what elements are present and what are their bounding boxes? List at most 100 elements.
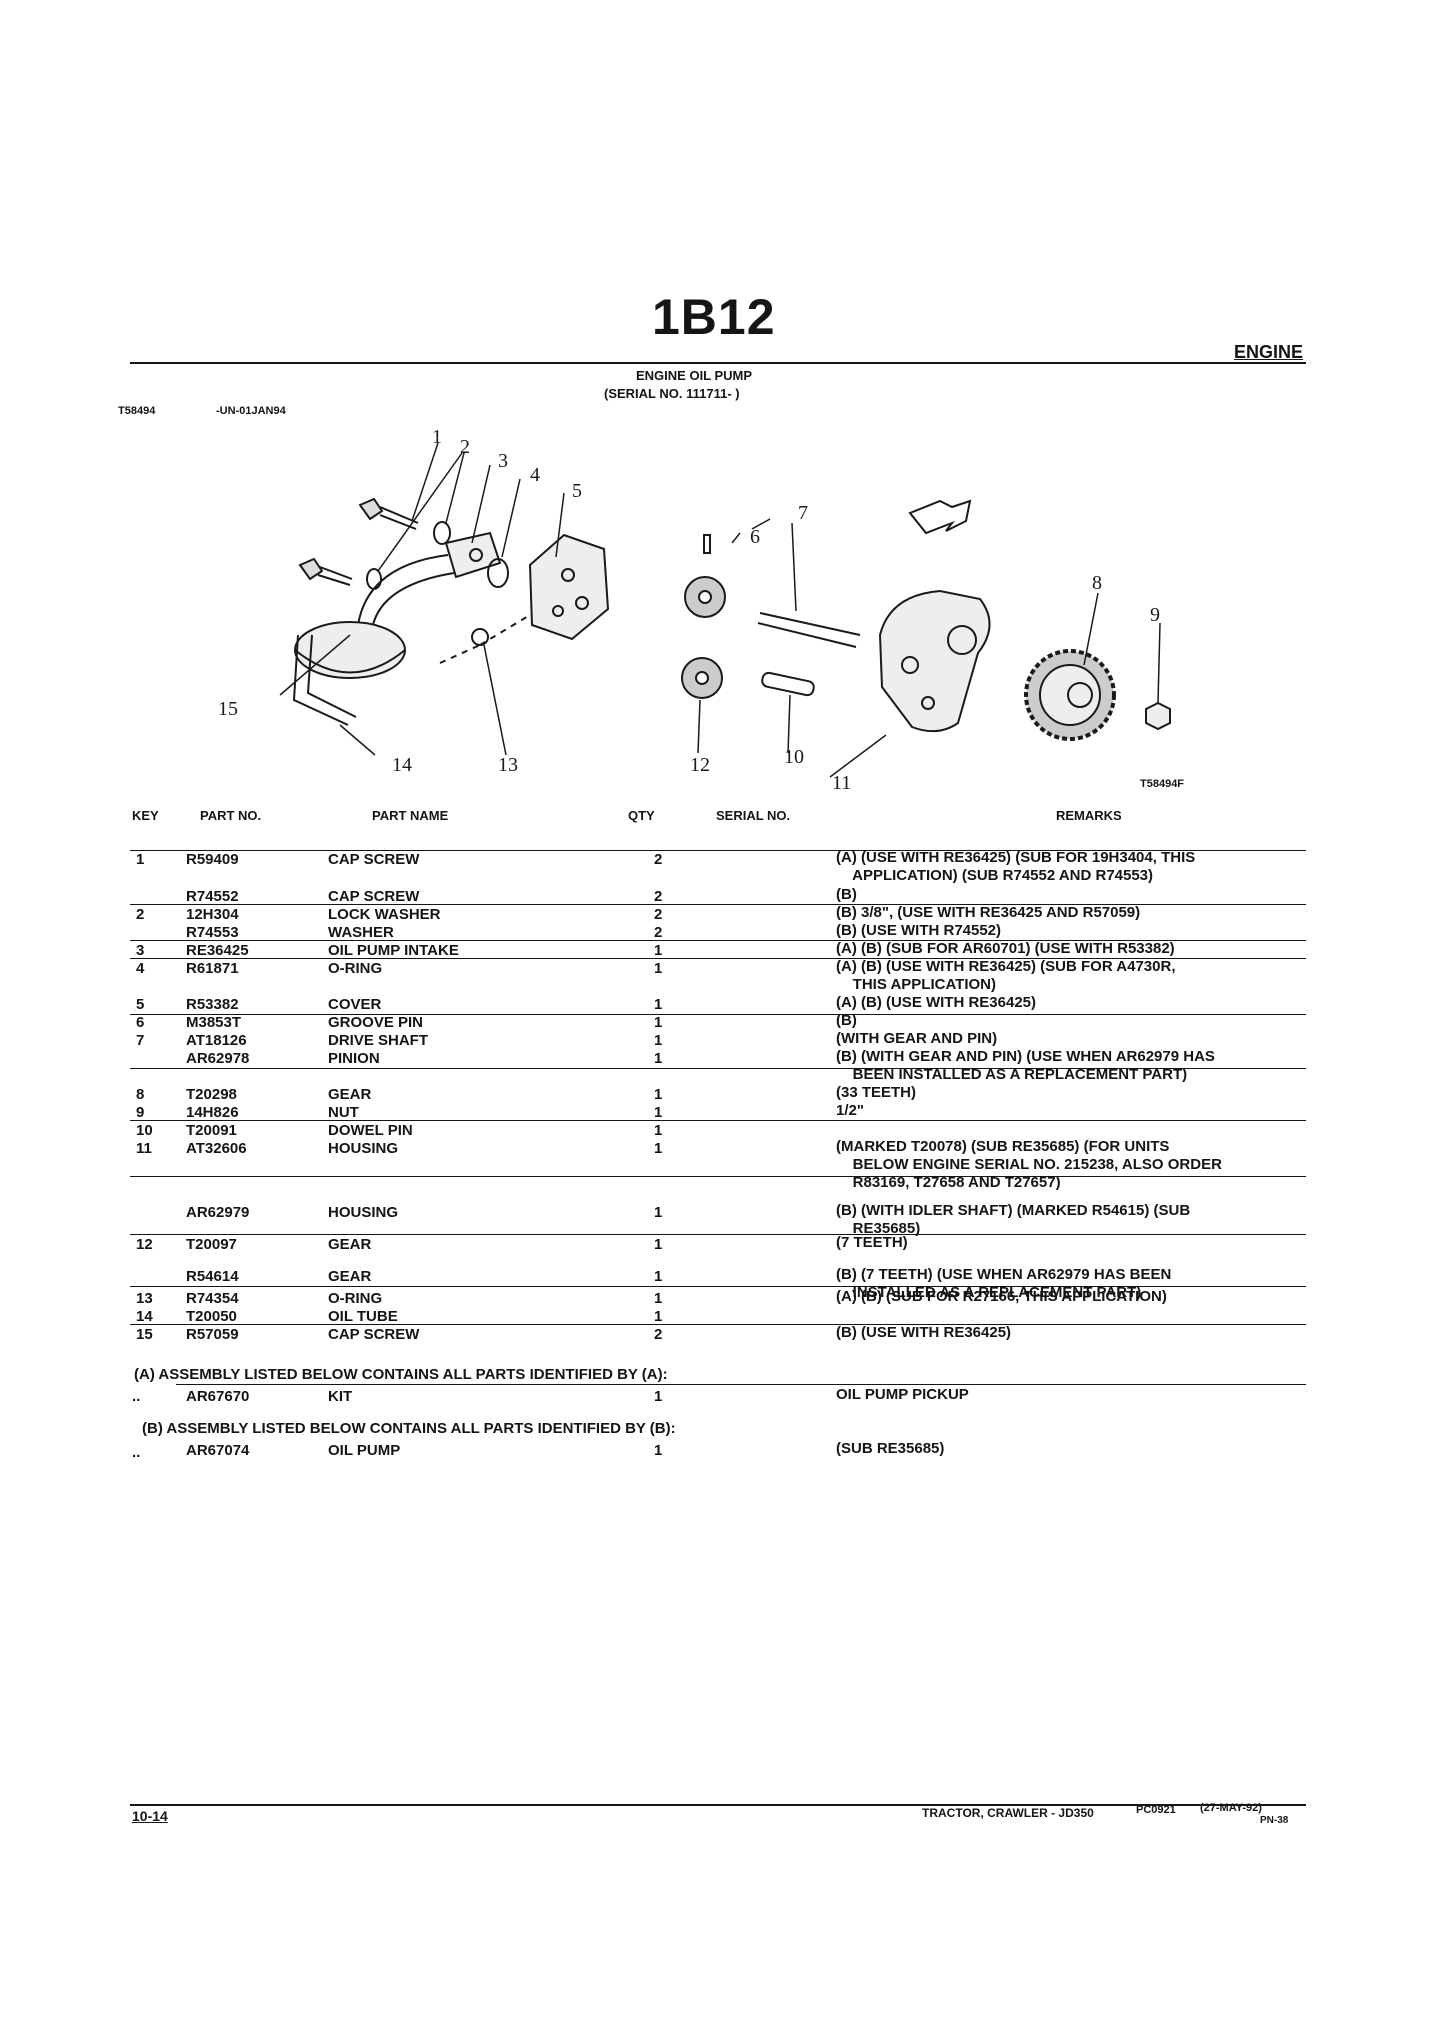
row-remarks: (A) (B) (USE WITH RE36425) (SUB FOR A473… (836, 958, 1176, 993)
callout-5: 5 (572, 480, 582, 502)
row-part-name: DOWEL PIN (328, 1122, 413, 1139)
row-key: 8 (136, 1086, 145, 1103)
row-remarks: (B) (7 TEETH) (USE WHEN AR62979 HAS BEEN… (836, 1266, 1172, 1301)
row-part-name: CAP SCREW (328, 1326, 420, 1343)
callout-12: 12 (690, 754, 710, 776)
row-remarks: (WITH GEAR AND PIN) (836, 1030, 998, 1047)
row-remarks: (A) (B) (USE WITH RE36425) (836, 994, 1037, 1011)
cap-screw-drawing (298, 497, 419, 586)
callout-4: 4 (530, 464, 540, 486)
row-part-no: T20298 (186, 1086, 237, 1103)
callout-2: 2 (460, 436, 470, 458)
figure-ref: T58494F (1140, 778, 1185, 790)
row-part-name: NUT (328, 1104, 359, 1121)
row-key: 10 (136, 1122, 153, 1139)
row-divider (130, 1176, 1306, 1177)
figure-ref-left: T58494 (118, 405, 156, 417)
row-part-no: T20091 (186, 1122, 237, 1139)
row-key: 15 (136, 1326, 153, 1343)
row-part-no: 12H304 (186, 906, 239, 923)
row-part-no: R74354 (186, 1290, 239, 1307)
row-part-name: PINION (328, 1050, 380, 1067)
row-part-no: RE36425 (186, 942, 249, 959)
row-qty: 1 (654, 960, 663, 977)
drive-shaft-drawing (757, 612, 861, 648)
assembly-b-remarks: (SUB RE35685) (836, 1440, 945, 1457)
row-qty: 1 (654, 942, 663, 959)
callout-1: 1 (432, 426, 442, 448)
row-key: 1 (136, 851, 145, 868)
row-part-name: HOUSING (328, 1204, 399, 1221)
row-part-name: LOCK WASHER (328, 906, 441, 923)
row-key: 5 (136, 996, 145, 1013)
groove-pin-drawing (703, 534, 711, 554)
row-part-no: AR62979 (186, 1204, 250, 1221)
row-part-no: R53382 (186, 996, 239, 1013)
row-key: 14 (136, 1308, 153, 1325)
row-remarks: (7 TEETH) (836, 1234, 908, 1251)
row-qty: 1 (654, 1140, 663, 1157)
leader-lines (279, 442, 1161, 778)
dowel-pin-drawing (761, 671, 815, 697)
gear-33-teeth-drawing (1024, 649, 1116, 741)
row-part-no: AR62978 (186, 1050, 250, 1067)
row-qty: 1 (654, 1122, 663, 1139)
row-part-name: HOUSING (328, 1140, 399, 1157)
row-divider (130, 1286, 1306, 1287)
row-part-no: R74552 (186, 888, 239, 905)
row-remarks: (A) (B) (SUB FOR R27166, THIS APPLICATIO… (836, 1288, 1167, 1305)
callout-3: 3 (498, 450, 508, 472)
row-part-name: COVER (328, 996, 382, 1013)
row-key: 7 (136, 1032, 145, 1049)
row-part-name: WASHER (328, 924, 394, 941)
assembly-a-part-name: KIT (328, 1388, 353, 1405)
row-part-name: GROOVE PIN (328, 1014, 424, 1031)
row-divider (130, 940, 1306, 941)
callout-7: 7 (798, 502, 808, 524)
row-qty: 1 (654, 1308, 663, 1325)
row-part-name: O-RING (328, 1290, 383, 1307)
oil-pump-intake-drawing (294, 531, 502, 679)
assembly-a-heading: (A) ASSEMBLY LISTED BELOW CONTAINS ALL P… (134, 1366, 668, 1383)
row-divider (130, 1234, 1306, 1235)
col-key: KEY (132, 808, 159, 823)
row-part-no: R57059 (186, 1326, 239, 1343)
row-qty: 1 (654, 1268, 663, 1285)
row-part-name: OIL PUMP INTAKE (328, 942, 459, 959)
col-part-no: PART NO. (200, 808, 262, 823)
exploded-parts-diagram: 1 2 3 4 5 6 7 8 9 10 11 12 13 14 15 (218, 426, 1171, 794)
assembly-a-part-no: AR67670 (186, 1388, 250, 1405)
footer-code: PC0921 (1136, 1804, 1176, 1816)
row-key: 11 (136, 1140, 152, 1157)
row-part-no: AT32606 (186, 1140, 247, 1157)
row-remarks: (B) (USE WITH R74552) (836, 922, 1002, 939)
row-part-no: R59409 (186, 851, 239, 868)
header-rule (130, 362, 1306, 364)
row-qty: 2 (654, 851, 663, 868)
cover-drawing (528, 533, 610, 641)
row-qty: 1 (654, 996, 663, 1013)
footer-date: (27-MAY-92) (1200, 1802, 1262, 1814)
assembly-a-rule (176, 1384, 1306, 1385)
row-key: 2 (136, 906, 145, 923)
row-part-name: GEAR (328, 1086, 372, 1103)
row-part-name: GEAR (328, 1268, 372, 1285)
row-part-no: R54614 (186, 1268, 239, 1285)
assembly-a-qty: 1 (654, 1388, 663, 1405)
callout-9: 9 (1150, 604, 1160, 626)
row-divider (130, 904, 1306, 905)
assembly-b-heading: (B) ASSEMBLY LISTED BELOW CONTAINS ALL P… (142, 1420, 676, 1437)
row-remarks: (33 TEETH) (836, 1084, 917, 1101)
nut-drawing (1145, 701, 1171, 731)
footer-page: 10-14 (132, 1808, 168, 1824)
washer-drawing (433, 521, 451, 545)
row-qty: 1 (654, 1032, 663, 1049)
row-part-name: GEAR (328, 1236, 372, 1253)
assembly-a-key: .. (132, 1388, 141, 1405)
row-qty: 1 (654, 1050, 663, 1067)
row-qty: 1 (654, 1204, 663, 1221)
pinion-gear-drawing (681, 576, 726, 699)
footer-pn: PN-38 (1260, 1815, 1289, 1826)
row-remarks: (MARKED T20078) (SUB RE35685) (FOR UNITS… (836, 1138, 1222, 1191)
row-remarks: (B) (836, 886, 857, 903)
